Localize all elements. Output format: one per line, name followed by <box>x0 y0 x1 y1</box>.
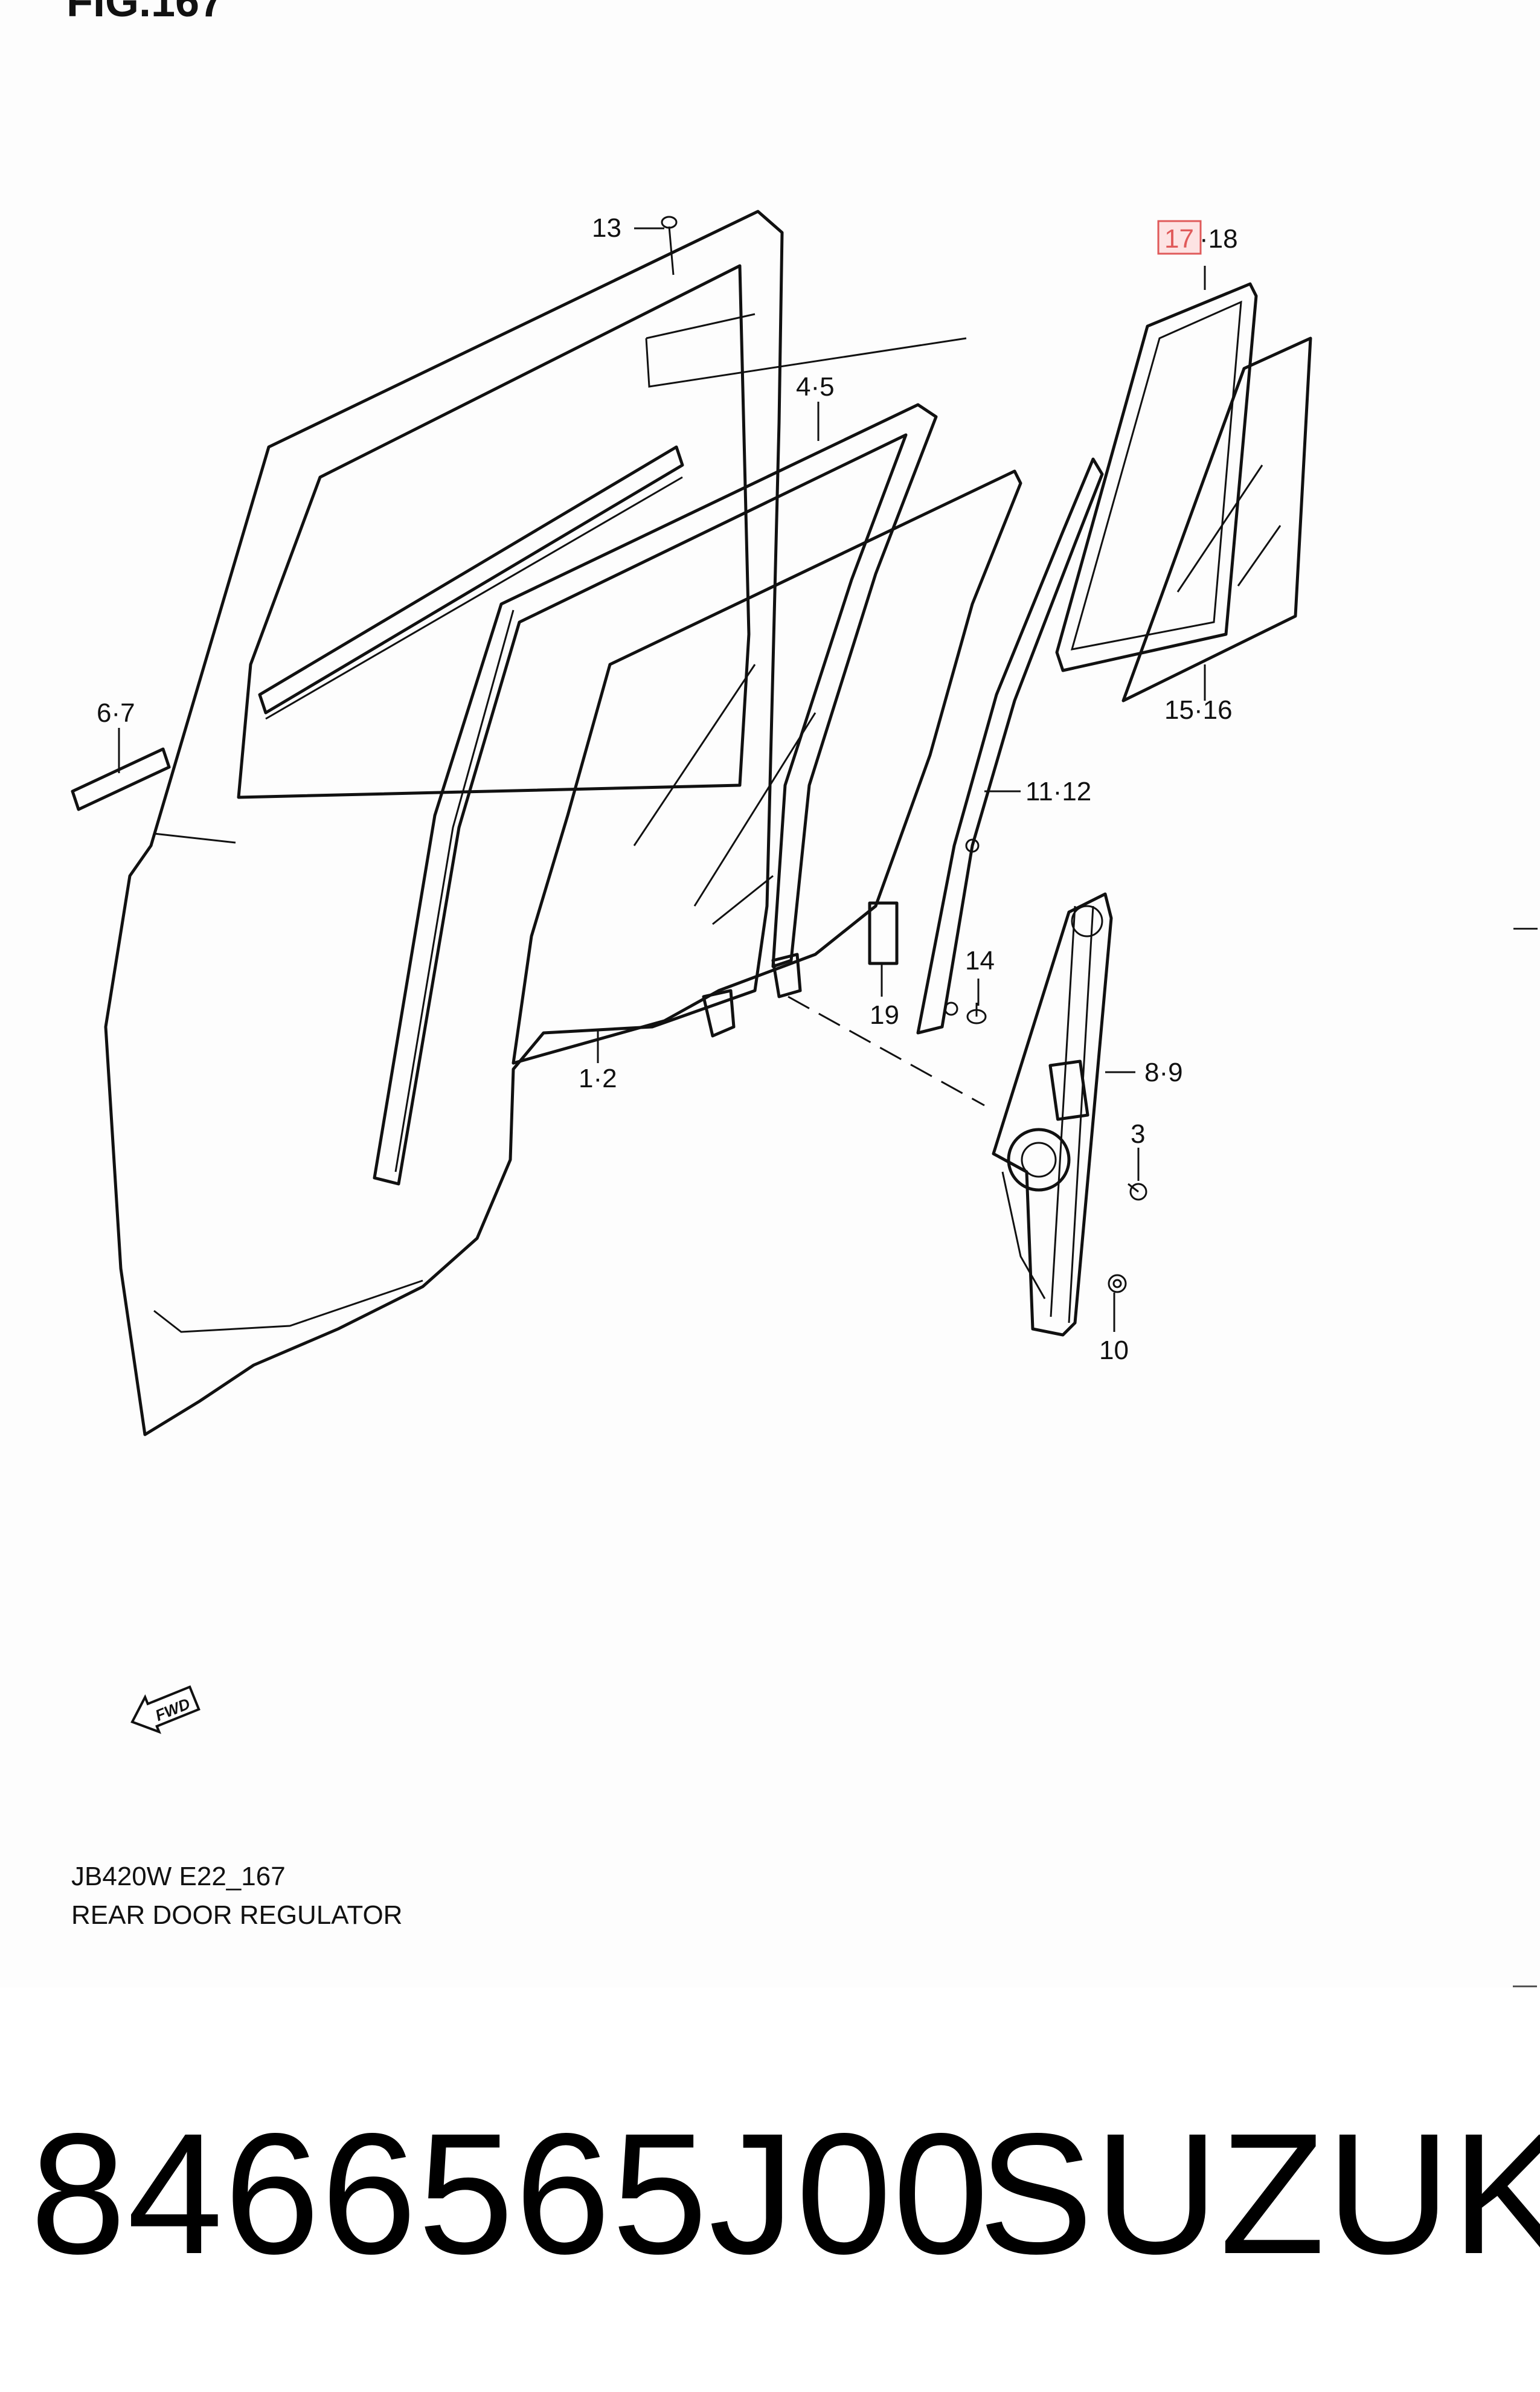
rear-sash-channel <box>916 457 1104 1035</box>
figure-title: FIG.167 <box>66 0 224 26</box>
screw-13 <box>661 216 678 275</box>
callout-17-highlight-box <box>1157 220 1202 255</box>
door-glass <box>512 469 1022 1065</box>
callout-10: 10 <box>1099 1336 1129 1365</box>
glass-run-channel <box>373 403 938 1186</box>
rubber-pad <box>868 901 899 965</box>
callout-4-5: 4·5 <box>796 372 835 402</box>
drawing-code: JB420W E22_167 <box>71 1862 286 1891</box>
fwd-arrow-icon: FWD <box>130 1685 201 1734</box>
belt-weatherstrip <box>71 445 684 811</box>
callout-6-7: 6·7 <box>97 698 135 728</box>
callout-11-12: 11·12 <box>1025 777 1091 806</box>
exploded-view-drawing: 13 17 ·18 4·5 6·7 15·16 11·12 14 19 8·9 … <box>71 210 1312 1734</box>
edge-mark-bottom <box>1513 1985 1537 1987</box>
edge-mark <box>1513 928 1538 930</box>
part-number: 8466565J00 <box>30 2098 990 2290</box>
callout-13: 13 <box>592 213 621 243</box>
drawing-name: REAR DOOR REGULATOR <box>71 1900 403 1930</box>
glass-brackets <box>702 953 802 1038</box>
callout-14: 14 <box>965 946 995 976</box>
brand-name: SUZUKI <box>978 2098 1540 2290</box>
bolt-14 <box>966 1003 987 1024</box>
nut-10 <box>1108 1274 1127 1293</box>
callout-1-2: 1·2 <box>579 1064 617 1093</box>
callout-18: ·18 <box>1199 224 1238 254</box>
window-regulator <box>992 892 1113 1337</box>
quarter-glass <box>1121 336 1312 702</box>
parts-diagram-sheet: FIG.167 <box>66 0 1538 1987</box>
callout-8-9: 8·9 <box>1144 1058 1183 1087</box>
callout-3: 3 <box>1131 1119 1145 1149</box>
callout-17: 17 <box>1164 224 1194 254</box>
door-panel <box>104 210 967 1436</box>
callout-19: 19 <box>870 1000 899 1030</box>
quarter-weatherstrip <box>1055 282 1258 672</box>
assembly-line <box>788 995 985 1107</box>
callout-15-16: 15·16 <box>1164 695 1233 725</box>
leader-lines <box>118 227 1206 1332</box>
bolt-3 <box>1128 1183 1147 1201</box>
